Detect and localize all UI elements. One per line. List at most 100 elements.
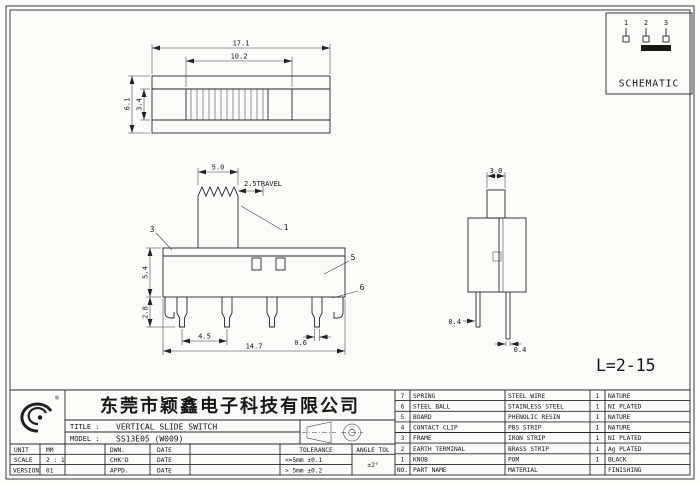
- part-qty: 1: [596, 414, 600, 421]
- part-no: 6: [401, 403, 405, 410]
- header-finishing: FINISHING: [608, 467, 642, 474]
- dim-body-height: 5.4: [142, 266, 150, 279]
- part-name: CONTACT CLIP: [413, 425, 458, 432]
- part-material: IRON STRIP: [508, 435, 546, 442]
- part-name: STEEL BALL: [413, 403, 451, 410]
- version-value: 01: [46, 468, 54, 475]
- part-qty: 1: [596, 393, 600, 400]
- table-row: 4 CONTACT CLIP PBS STRIP 1 NATURE: [401, 425, 631, 432]
- projection-symbol-icon: [302, 421, 363, 444]
- callout-knob: 1: [284, 223, 289, 232]
- table-row: 1 KNOB POM 1 BLACK: [401, 457, 627, 464]
- schematic-box: 1 2 3 SCHEMATIC: [605, 12, 693, 95]
- part-finishing: NATURE: [608, 425, 631, 432]
- sheet-border: [5, 5, 695, 480]
- appd-label: APPD.: [110, 468, 129, 475]
- part-no: 7: [401, 393, 405, 400]
- part-material: PHENOLIC RESIN: [508, 414, 560, 421]
- dim-pin-pitch: 4.5: [198, 333, 211, 341]
- part-finishing: NI PLATED: [608, 403, 642, 410]
- part-name: KNOB: [413, 457, 428, 464]
- dim-total-width: 14.7: [246, 343, 263, 351]
- parts-table: 7 SPRING STEEL WIRE 1 NATURE 6 STEEL BAL…: [397, 393, 642, 474]
- part-no: 4: [401, 425, 405, 432]
- part-qty: 1: [596, 403, 600, 410]
- model-label: MODEL :: [70, 435, 100, 443]
- part-qty: 1: [596, 435, 600, 442]
- angle-tolerance-value: ±2°: [367, 461, 378, 469]
- part-finishing: NATURE: [608, 393, 631, 400]
- dim-side-knob-width: 3.0: [490, 167, 503, 175]
- part-no: 2: [401, 446, 405, 453]
- tolerance-row2: > 5mm ±0.2: [285, 468, 323, 475]
- part-no: 3: [401, 435, 405, 442]
- slider-contact-symbol: [641, 45, 671, 51]
- table-row: 2 EARTH TERMINAL BRASS STRIP 1 Ag PLATED: [401, 446, 642, 453]
- dim-top-inner-height: 3.4: [136, 98, 144, 111]
- dim-leg-height: 2.8: [142, 306, 150, 319]
- part-name: SPRING: [413, 393, 436, 400]
- title-value: VERTICAL SLIDE SWITCH: [116, 423, 217, 432]
- length-note: L=2-15: [596, 356, 656, 375]
- version-label: VERSION: [13, 468, 39, 475]
- dim-top-inner-width: 10.2: [231, 53, 248, 61]
- part-material: STAINLESS STEEL: [508, 403, 564, 410]
- date-label-2: DATE: [157, 457, 172, 464]
- knob-hatching: [190, 89, 264, 120]
- part-finishing: BLACK: [608, 457, 627, 464]
- title-block-grid: [10, 389, 690, 475]
- tolerance-row1: <=5mm ±0.1: [285, 457, 323, 464]
- schematic-pin-3: 3: [664, 19, 668, 27]
- part-material: BRASS STRIP: [508, 446, 549, 453]
- date-label-1: DATE: [157, 447, 172, 454]
- parts-table-header-row: NO. PART NAME MATERIAL FINISHING: [397, 467, 642, 474]
- unit-value: MM: [46, 447, 54, 454]
- company-logo: ®: [20, 395, 59, 433]
- part-finishing: NATURE: [608, 414, 631, 421]
- model-value: SS13E05 (W009): [116, 435, 183, 444]
- schematic-pin-2: 2: [644, 19, 648, 27]
- part-finishing: NI PLATED: [608, 435, 642, 442]
- registered-mark: ®: [55, 395, 59, 402]
- table-row: 3 FRAME IRON STRIP 1 NI PLATED: [401, 435, 642, 442]
- schematic-pin-1: 1: [624, 19, 628, 27]
- scale-label: SCALE: [14, 457, 33, 464]
- front-view: 5.0 2.5TRAVEL 5.4 2.8 14.7 4.5 0.6 3 1: [142, 164, 365, 355]
- part-name: EARTH TERMINAL: [413, 446, 465, 453]
- dim-pin-width: 0.6: [294, 339, 307, 347]
- part-material: STEEL WIRE: [508, 393, 546, 400]
- dim-travel: 2.5TRAVEL: [244, 180, 282, 188]
- dim-side-leg-right: 0.4: [514, 346, 527, 354]
- part-name: BOARD: [413, 414, 432, 421]
- top-view: 17.1 10.2 6.1 3.4: [124, 40, 331, 134]
- chkd-label: CHK'D: [110, 457, 129, 464]
- part-material: PBS STRIP: [508, 425, 542, 432]
- title-label: TITLE :: [70, 423, 100, 431]
- table-row: 5 BOARD PHENOLIC RESIN 1 NATURE: [401, 414, 631, 421]
- callout-board: 5: [351, 253, 356, 262]
- unit-label: UNIT: [14, 447, 29, 454]
- header-material: MATERIAL: [508, 467, 538, 474]
- tolerance-header: TOLERANCE: [299, 447, 333, 454]
- schematic-title: SCHEMATIC: [619, 79, 679, 90]
- header-part-name: PART NAME: [413, 467, 447, 474]
- part-no: 1: [401, 457, 405, 464]
- part-no: 5: [401, 414, 405, 421]
- dim-top-outer-height: 6.1: [124, 98, 132, 111]
- table-row: 6 STEEL BALL STAINLESS STEEL 1 NI PLATED: [401, 403, 642, 410]
- company-name: 东莞市颖鑫电子科技有限公司: [100, 395, 360, 417]
- part-qty: 1: [596, 457, 600, 464]
- callout-terminal: 6: [360, 283, 365, 292]
- dim-top-outer-width: 17.1: [233, 40, 250, 48]
- table-row: 7 SPRING STEEL WIRE 1 NATURE: [401, 393, 631, 400]
- dim-knob-width: 5.0: [212, 164, 225, 172]
- part-finishing: Ag PLATED: [608, 446, 642, 453]
- dwn-label: DWN.: [110, 447, 125, 454]
- scale-value: 2 : 1: [46, 457, 65, 464]
- callout-frame: 3: [150, 225, 155, 234]
- side-view: 3.0 0.4 0.4: [448, 167, 527, 354]
- part-qty: 1: [596, 446, 600, 453]
- part-qty: 1: [596, 425, 600, 432]
